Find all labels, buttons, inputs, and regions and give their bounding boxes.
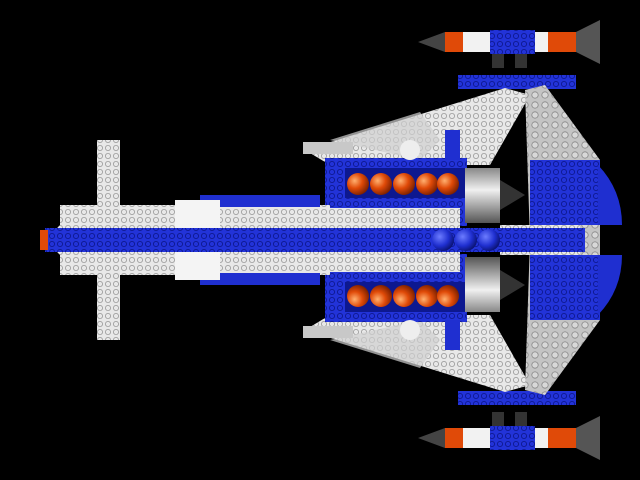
nose-tip: [40, 230, 48, 250]
blue-spheres: [432, 229, 500, 251]
center-stripe: [45, 228, 585, 252]
